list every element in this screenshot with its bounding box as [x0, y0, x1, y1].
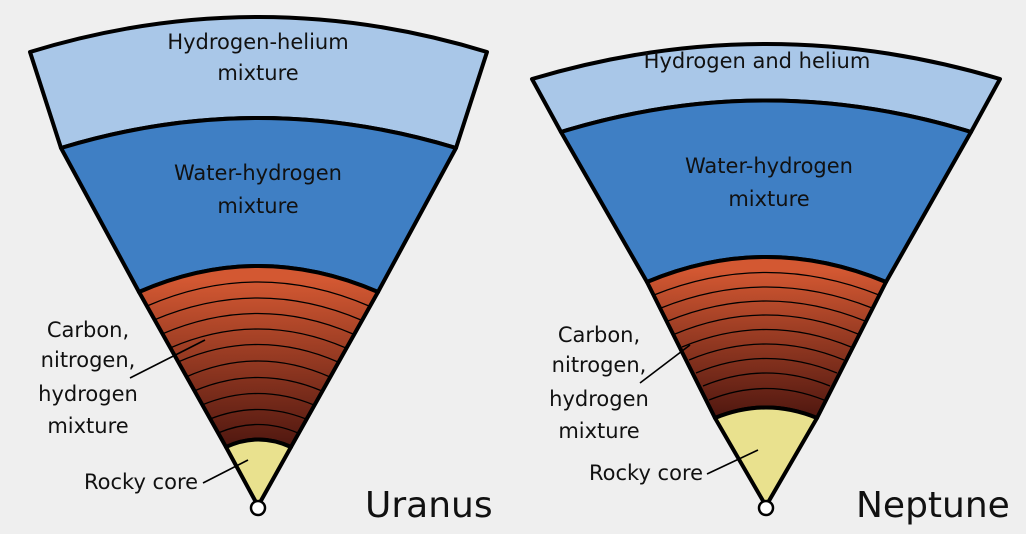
uranus-ice-label-line-1: Carbon,	[47, 318, 129, 342]
uranus-core-label: Rocky core	[84, 470, 198, 494]
uranus-ice-label-line-2: nitrogen,	[41, 348, 136, 372]
neptune-ice-layer	[645, 255, 888, 420]
neptune-wedge	[530, 42, 1002, 517]
neptune-ice-label-line-3: hydrogen	[549, 387, 649, 411]
uranus-ice-label-line-4: mixture	[47, 414, 128, 438]
neptune-core-layer	[713, 405, 819, 508]
uranus-ice-leader-line	[129, 339, 206, 379]
neptune-ice-label-line-4: mixture	[558, 419, 639, 443]
uranus-ice-label-line-3: hydrogen	[38, 382, 138, 406]
neptune-mantle-label: Water-hydrogen mixture	[685, 154, 853, 211]
neptune-mantle-label-line-2: mixture	[728, 187, 809, 211]
neptune-core-label: Rocky core	[589, 461, 703, 485]
neptune-ice-label: Carbon, nitrogen, hydrogen mixture	[549, 323, 649, 443]
uranus-ice-layer	[137, 264, 380, 449]
uranus-mantle-label-line-1: Water-hydrogen	[174, 161, 342, 185]
uranus-planet-name: Uranus	[365, 485, 493, 526]
neptune-core-leader-line	[706, 449, 759, 475]
uranus-mantle-label-line-2: mixture	[217, 194, 298, 218]
uranus-wedge	[28, 15, 489, 517]
neptune-ice-bands	[653, 271, 880, 401]
neptune-ice-label-line-2: nitrogen,	[552, 353, 647, 377]
uranus-atmosphere-label-line-1: Hydrogen-helium	[167, 30, 348, 54]
neptune-center-marker	[757, 499, 775, 517]
neptune-atmosphere-label: Hydrogen and helium	[644, 49, 871, 73]
uranus-atmosphere-label-line-2: mixture	[217, 61, 298, 85]
uranus-ice-label: Carbon, nitrogen, hydrogen mixture	[38, 318, 138, 438]
uranus-core-layer	[224, 437, 293, 508]
uranus-ice-bands	[146, 281, 370, 434]
neptune-mantle-label-line-1: Water-hydrogen	[685, 154, 853, 178]
uranus-atmosphere-label: Hydrogen-helium mixture	[167, 30, 348, 85]
uranus-mantle-label: Water-hydrogen mixture	[174, 161, 342, 218]
uranus-center-marker	[249, 499, 267, 517]
neptune-ice-label-line-1: Carbon,	[558, 323, 640, 347]
uranus-core-leader-line	[202, 459, 249, 484]
neptune-ice-leader-line	[639, 344, 691, 384]
neptune-planet-name: Neptune	[856, 485, 1010, 526]
